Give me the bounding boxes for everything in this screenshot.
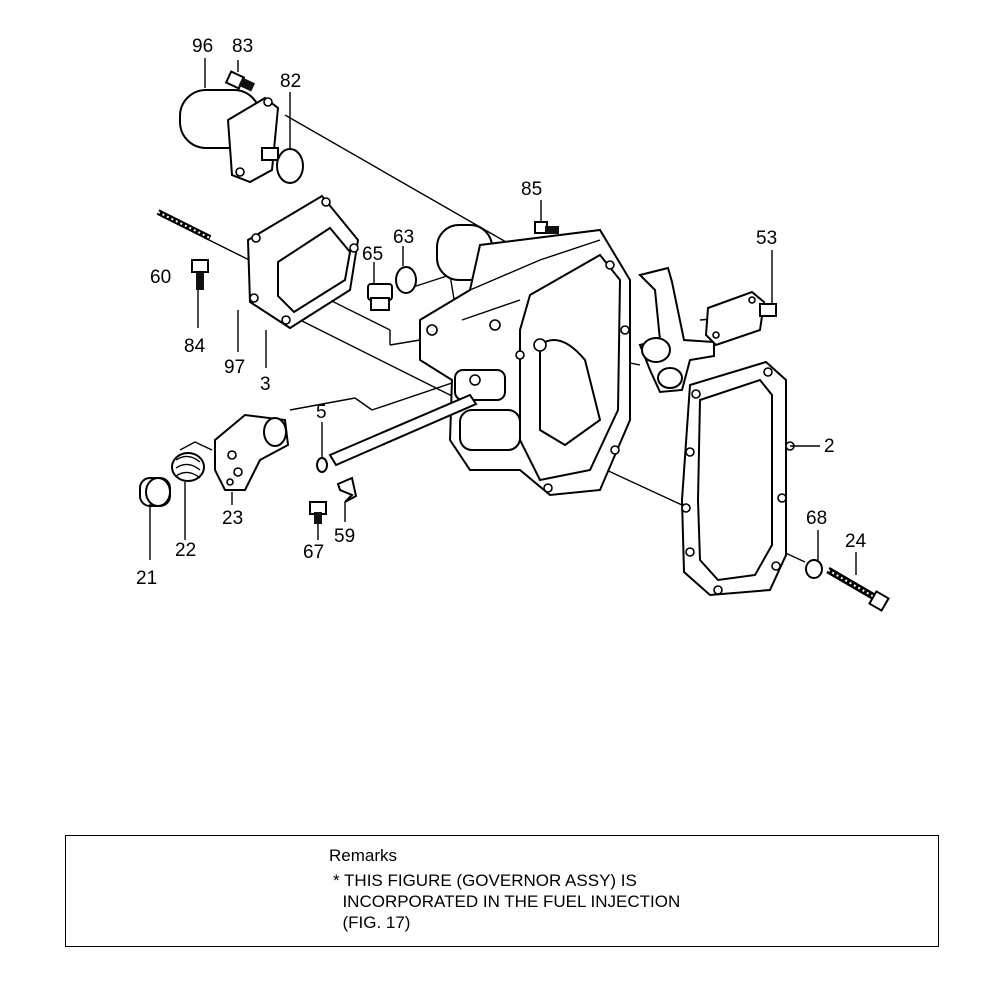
part-53-plate — [704, 290, 777, 347]
callout-82: 82 — [280, 71, 301, 92]
callout-53: 53 — [756, 228, 777, 249]
part-59-plate — [336, 476, 358, 503]
remarks-title: Remarks — [329, 846, 398, 865]
part-2-gasket — [680, 360, 795, 597]
callout-5: 5 — [316, 402, 327, 423]
part-5-shaft — [316, 393, 478, 473]
part-85-bolt — [534, 221, 559, 234]
callout-96: 96 — [192, 36, 213, 57]
remarks-line: * THIS FIGURE (GOVERNOR ASSY) IS — [333, 871, 637, 890]
part-84-bolt — [191, 259, 209, 290]
remarks-line: INCORPORATED IN THE FUEL INJECTION — [333, 892, 681, 911]
callout-24: 24 — [845, 531, 867, 552]
remarks-line: (FIG. 17) — [333, 913, 411, 932]
callout-59: 59 — [334, 526, 355, 547]
part-24-bolt — [826, 566, 890, 612]
remarks-text: * THIS FIGURE (GOVERNOR ASSY) IS INCORPO… — [333, 870, 680, 933]
governor-lever-arm — [638, 266, 715, 394]
part-68-washer — [805, 559, 823, 579]
part-65-plug — [367, 283, 393, 311]
part-63-washer — [395, 266, 417, 294]
part-97-cover-plate — [246, 194, 360, 330]
callout-68: 68 — [806, 508, 827, 529]
callout-21: 21 — [136, 568, 157, 589]
callout-67: 67 — [303, 542, 324, 563]
callout-3: 3 — [260, 374, 271, 395]
callout-23: 23 — [222, 508, 243, 529]
part-22-spring — [171, 441, 213, 482]
part-23-lever — [214, 413, 290, 491]
remarks-box: Remarks * THIS FIGURE (GOVERNOR ASSY) IS… — [65, 835, 939, 947]
callout-60: 60 — [150, 267, 171, 288]
callout-97: 97 — [224, 357, 245, 378]
callout-leaders — [149, 58, 857, 575]
governor-housing — [419, 224, 631, 497]
callout-labels: 96 83 82 85 60 84 65 63 97 3 53 5 2 21 2… — [136, 36, 867, 589]
part-82-o-ring — [276, 148, 304, 184]
callout-84: 84 — [184, 336, 206, 357]
callout-85: 85 — [521, 179, 542, 200]
callout-63: 63 — [393, 227, 414, 248]
part-60-stud — [156, 209, 212, 241]
callout-22: 22 — [175, 540, 196, 561]
part-67-bolt — [309, 501, 327, 524]
part-21-cap — [139, 477, 171, 507]
part-96-stop-solenoid — [179, 89, 280, 184]
callout-65: 65 — [362, 244, 383, 265]
part-83-bolt — [224, 70, 256, 92]
callout-2: 2 — [824, 436, 835, 457]
callout-83: 83 — [232, 36, 253, 57]
